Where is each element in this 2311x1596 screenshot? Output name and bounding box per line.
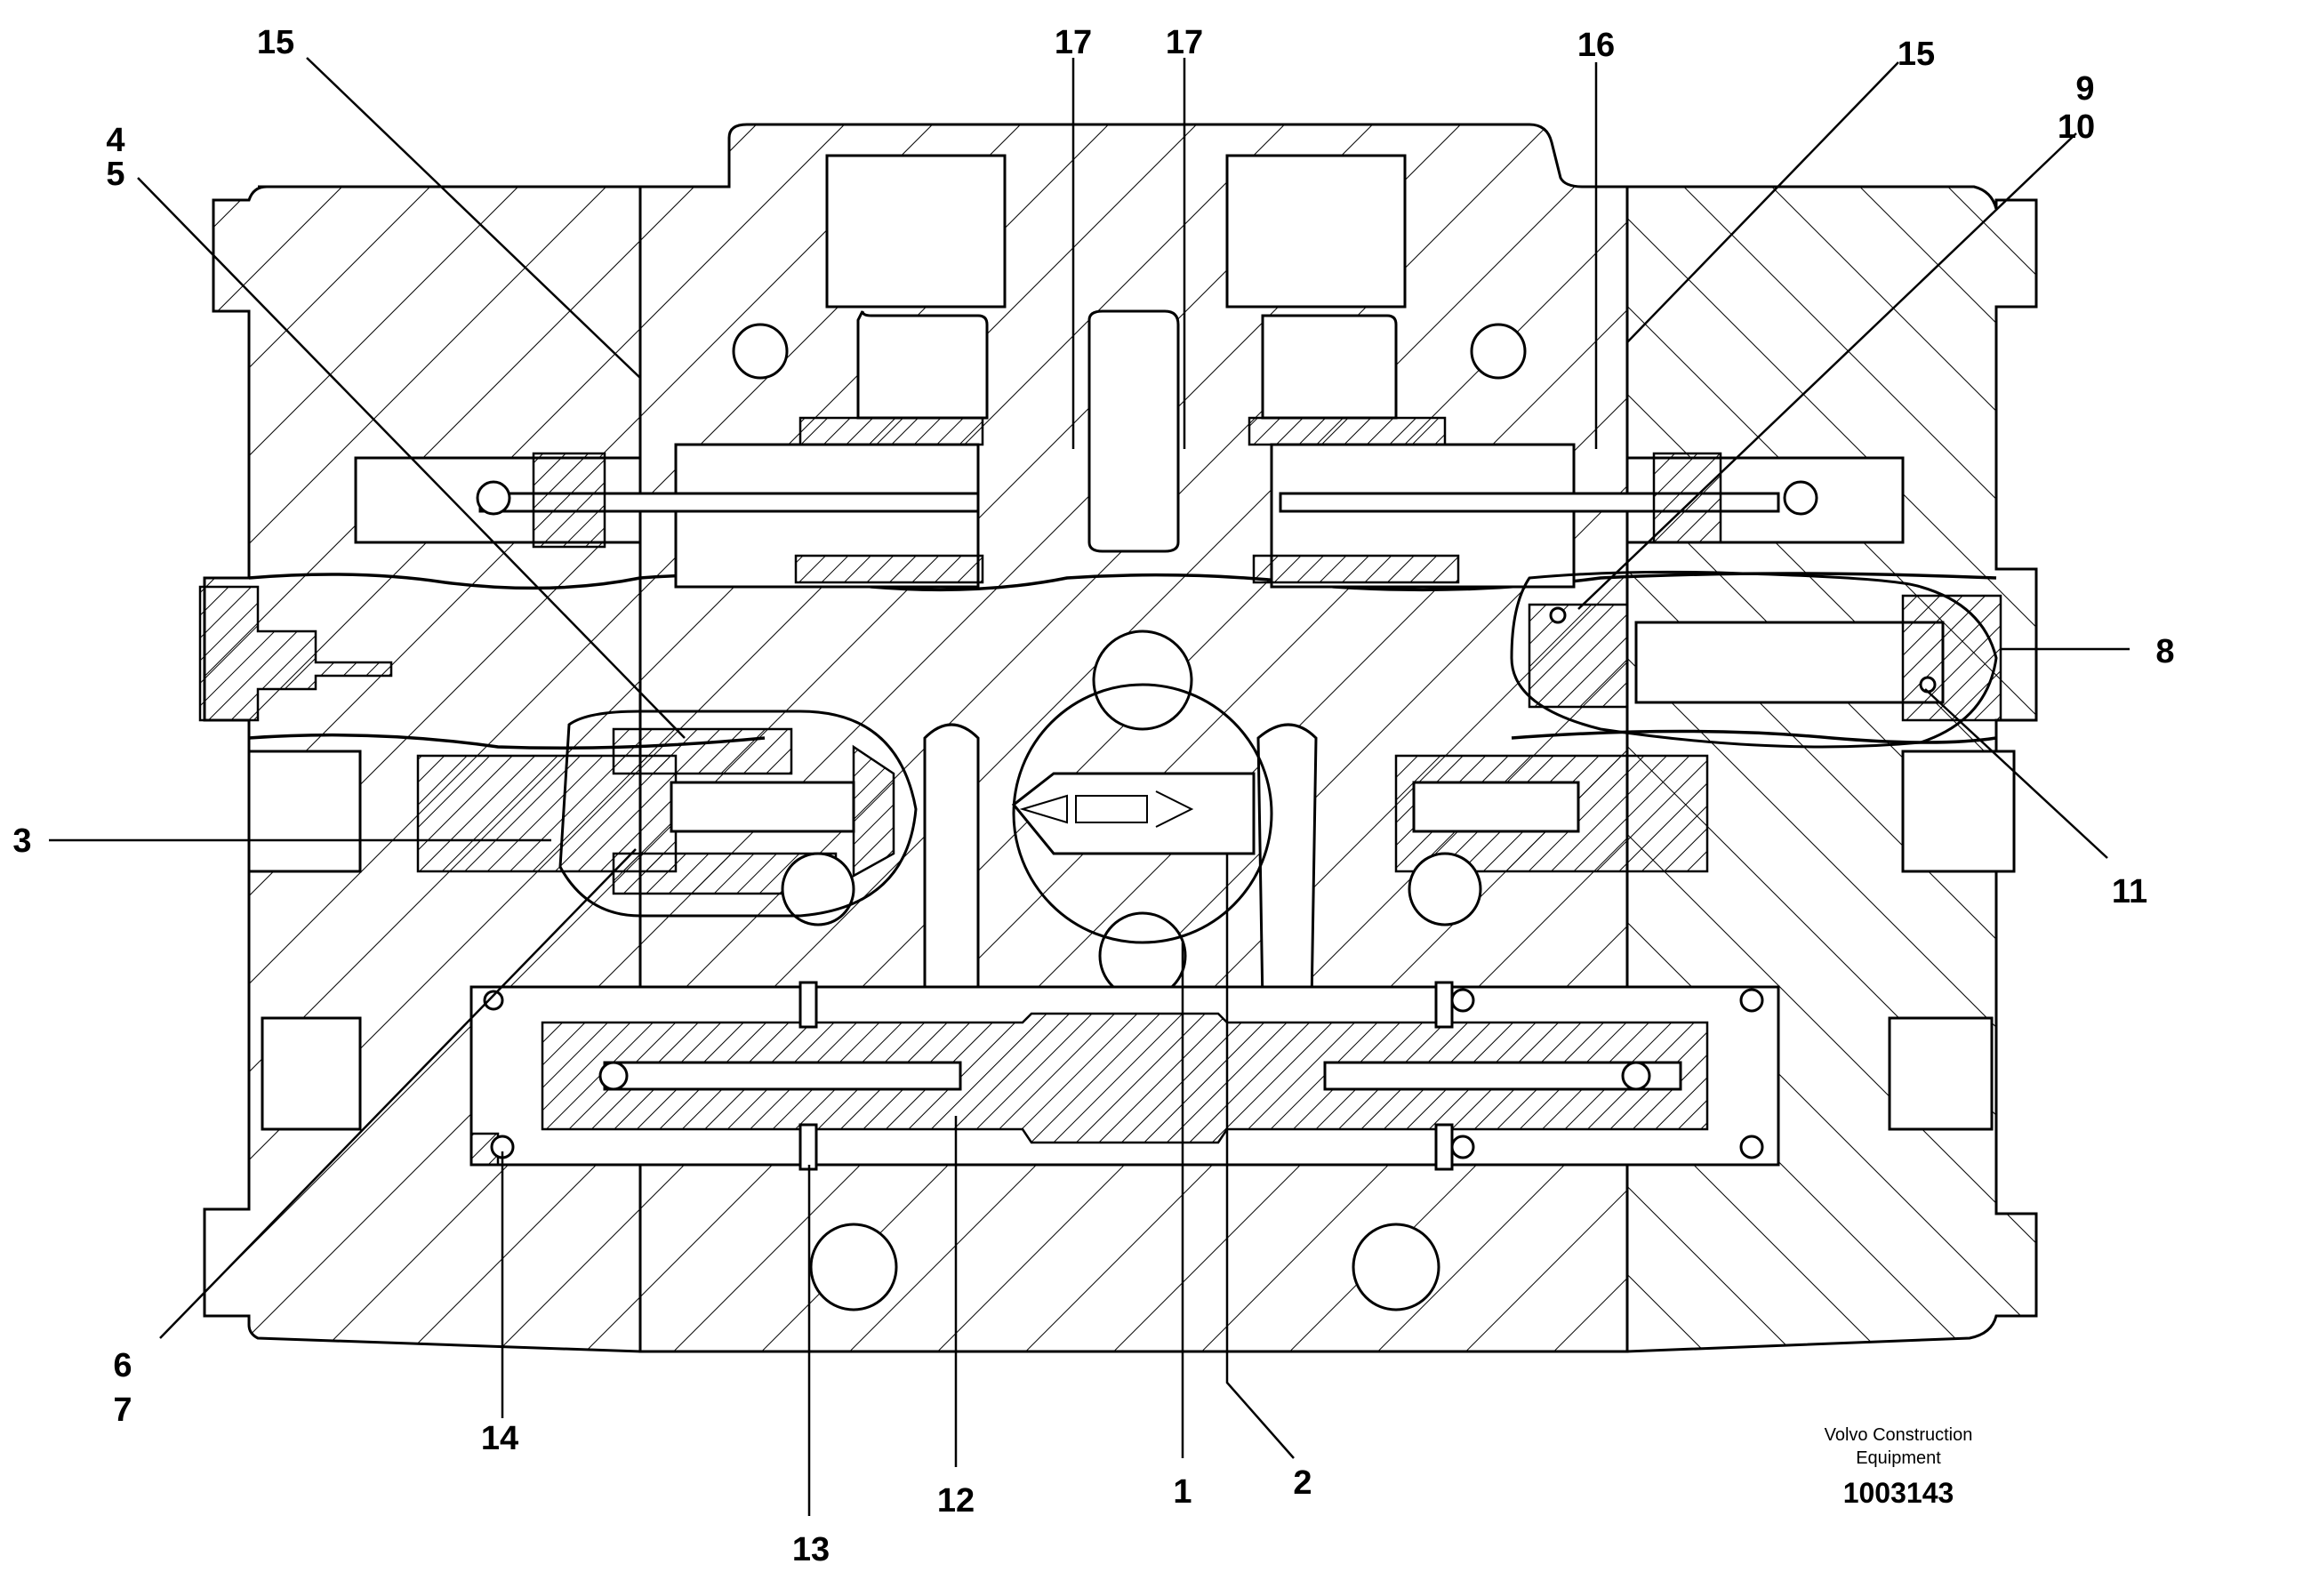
callout-13: 13 [792,1531,830,1568]
callout-11: 11 [2112,873,2147,910]
center-check-valve [1011,772,1256,1000]
callout-15-right: 15 [1898,36,1935,73]
center-spigot [1087,309,1180,553]
callout-2: 2 [1293,1464,1312,1502]
callout-5: 5 [106,156,124,193]
main-spool [469,981,1780,1171]
left-relief-valve [247,727,895,926]
document-number: 1003143 [1843,1477,1954,1509]
callout-10: 10 [2058,108,2095,146]
detail-circles [558,570,1998,944]
check-balls [476,323,1818,1311]
leader-lines [49,57,2130,1516]
callout-8: 8 [2155,633,2174,670]
callout-labels: 15 17 17 16 15 9 10 4 5 8 3 11 6 7 14 12… [12,24,2174,1568]
callout-14: 14 [481,1420,518,1457]
credit-block: Volvo Construction Equipment 1003143 [1825,1425,1973,1509]
callout-17-left: 17 [1055,24,1092,61]
valve-housing [203,123,2038,1353]
callout-17-right: 17 [1166,24,1203,61]
callout-6: 6 [113,1347,132,1384]
right-relief-valve [1394,750,2016,926]
left-end-plug [198,585,393,722]
callout-16: 16 [1577,27,1615,64]
callout-7: 7 [113,1391,132,1429]
callout-15-left: 15 [257,24,294,61]
flow-channels [923,723,1318,1007]
callout-1: 1 [1173,1473,1192,1511]
callout-12: 12 [937,1482,975,1520]
credit-line-2: Equipment [1856,1448,1941,1468]
callout-9: 9 [2075,70,2094,108]
side-ports [261,1016,1994,1131]
callout-3: 3 [12,822,31,860]
callout-4: 4 [106,122,124,159]
right-pressure-cartridge [1528,594,2002,722]
credit-line-1: Volvo Construction [1825,1425,1973,1445]
